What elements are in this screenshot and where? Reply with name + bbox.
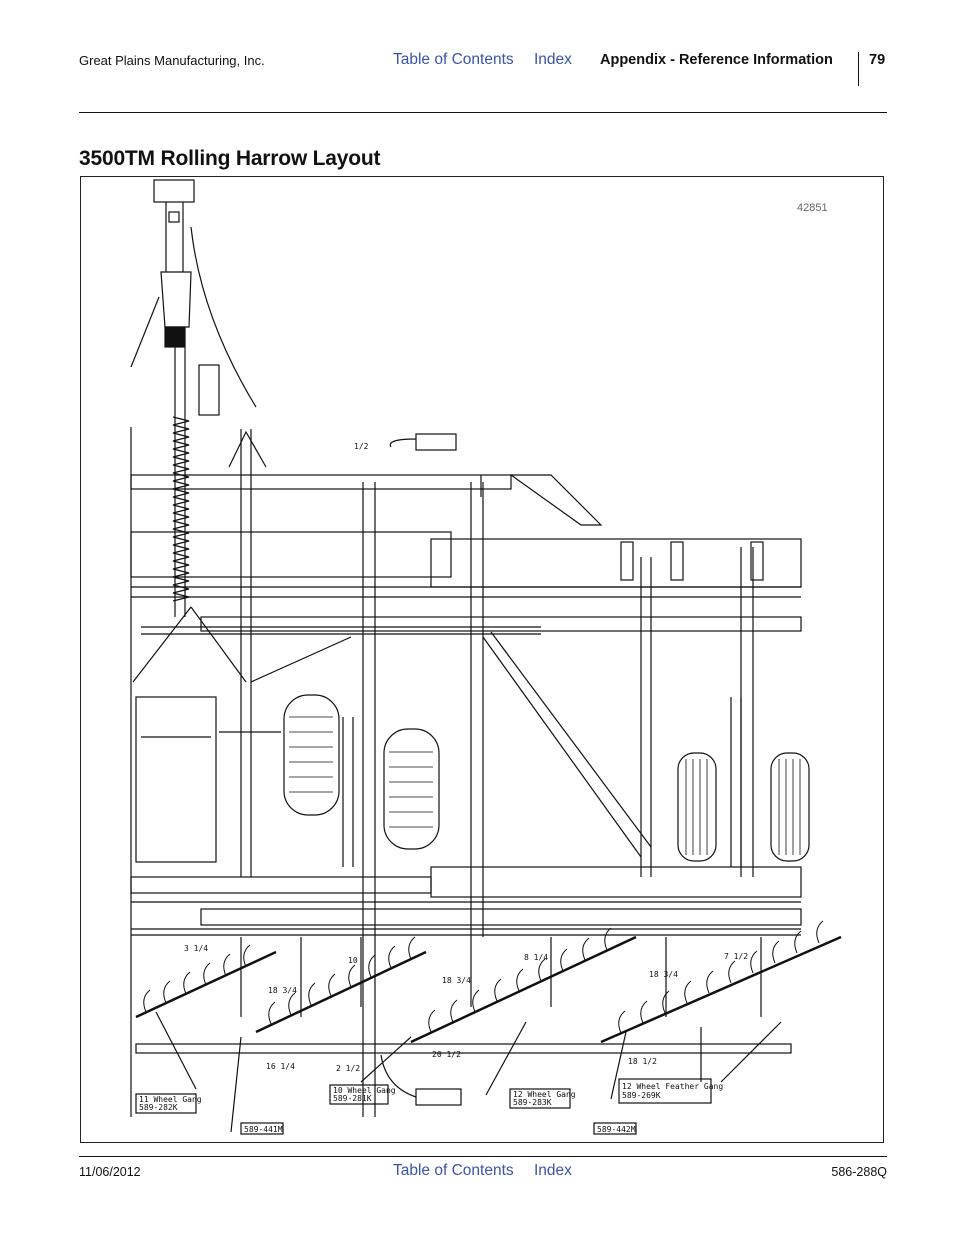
footer-rule — [79, 1156, 887, 1157]
dimension-label: 8 1/4 — [524, 953, 548, 962]
header-rule — [79, 112, 887, 113]
figure-number: 42851 — [797, 202, 828, 214]
footer-table-of-contents-link[interactable]: Table of Contents — [393, 1162, 514, 1179]
callout-part-number: 589-441M — [244, 1125, 283, 1134]
footer-index-link[interactable]: Index — [534, 1162, 572, 1179]
callout-12-wheel-feather-gang: 12 Wheel Feather Gang — [622, 1082, 723, 1091]
dimension-label: 16 1/4 — [266, 1062, 295, 1071]
harrow-layout-drawing: 1/2 3 1/4 10 18 3/4 8 1/4 18 3/4 7 1/2 1… — [130, 179, 842, 1135]
callout-part-number: 589-283K — [513, 1098, 552, 1107]
layout-figure: 42851 — [80, 176, 884, 1143]
index-link[interactable]: Index — [534, 51, 572, 68]
dimension-label: 18 3/4 — [268, 986, 297, 995]
page-number: 79 — [869, 52, 886, 68]
dimension-label: 18 3/4 — [442, 976, 471, 985]
dimension-label: 10 — [348, 956, 358, 965]
document-number: 586-288Q — [831, 1165, 887, 1179]
callout-10-wheel-gang: 10 Wheel Gang — [333, 1086, 396, 1095]
dimension-label: 3 1/4 — [184, 944, 208, 953]
callout-part-number: 589-282K — [139, 1103, 178, 1112]
dimension-label: 2 1/2 — [336, 1064, 360, 1073]
dimension-label: 18 3/4 — [649, 970, 678, 979]
dimension-label: 1/2 — [354, 442, 369, 451]
callout-part-number: 589-269K — [622, 1091, 661, 1100]
table-of-contents-link[interactable]: Table of Contents — [393, 51, 514, 68]
section-title: Appendix - Reference Information — [600, 52, 833, 68]
dimension-label: 20 1/2 — [432, 1050, 461, 1059]
callout-12-wheel-gang: 12 Wheel Gang — [513, 1090, 576, 1099]
callout-part-number: 589-281K — [333, 1094, 372, 1103]
page-title: 3500TM Rolling Harrow Layout — [79, 147, 381, 170]
callout-11-wheel-gang: 11 Wheel Gang — [139, 1095, 202, 1104]
header-divider — [858, 52, 859, 86]
footer-date: 11/06/2012 — [79, 1165, 141, 1179]
dimension-label: 18 1/2 — [628, 1057, 657, 1066]
callout-part-number: 589-442M — [597, 1125, 636, 1134]
dimension-label: 7 1/2 — [724, 952, 748, 961]
company-name: Great Plains Manufacturing, Inc. — [79, 53, 265, 68]
